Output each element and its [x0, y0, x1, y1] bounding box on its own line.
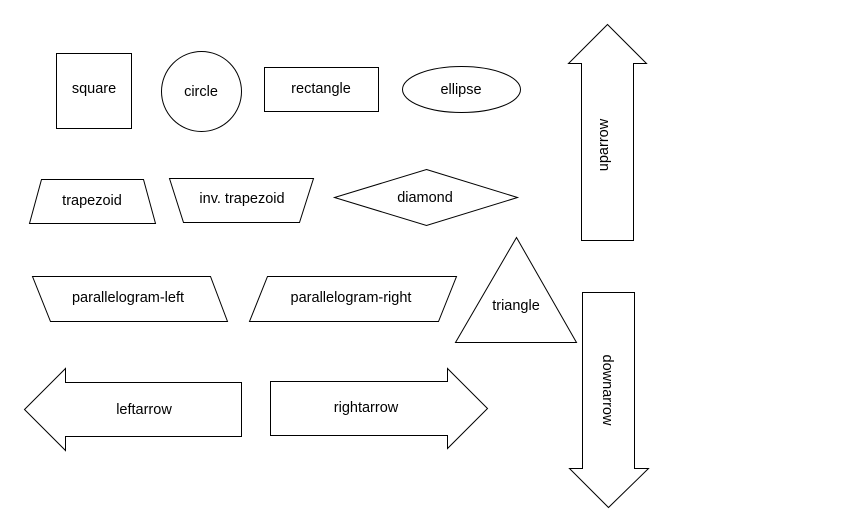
trapezoid-shape — [28, 179, 157, 224]
triangle-label: triangle — [492, 298, 540, 314]
rightarrow-label: rightarrow — [334, 400, 399, 416]
rectangle-label: rectangle — [291, 81, 351, 97]
parallelogram-right-label: parallelogram-right — [291, 290, 412, 306]
leftarrow-label: leftarrow — [116, 402, 172, 418]
circle-shape — [161, 51, 242, 132]
parallelogram-left-shape — [31, 276, 229, 322]
triangle-shape — [454, 236, 578, 343]
square-label: square — [72, 81, 116, 97]
uparrow-label: uparrow — [596, 118, 612, 171]
square-node[interactable]: square — [56, 53, 132, 129]
parallelogram-left-node[interactable]: parallelogram-left — [31, 276, 229, 322]
rightarrow-node[interactable]: rightarrow — [270, 367, 489, 450]
diamond-label: diamond — [397, 190, 453, 206]
parallelogram-right-node[interactable]: parallelogram-right — [248, 276, 458, 322]
circle-node[interactable]: circle — [161, 51, 242, 132]
diamond-shape — [332, 168, 520, 227]
inv-trapezoid-node[interactable]: inv. trapezoid — [168, 178, 315, 223]
downarrow-node[interactable]: downarrow — [568, 292, 650, 509]
uparrow-shape — [567, 23, 648, 241]
rectangle-node[interactable]: rectangle — [264, 67, 379, 112]
downarrow-label: downarrow — [599, 355, 615, 426]
ellipse-node[interactable]: ellipse — [402, 66, 521, 113]
parallelogram-left-label: parallelogram-left — [72, 290, 184, 306]
inv-trapezoid-label: inv. trapezoid — [199, 191, 284, 207]
triangle-node[interactable]: triangle — [454, 236, 578, 343]
leftarrow-node[interactable]: leftarrow — [23, 367, 242, 452]
parallelogram-right-shape — [248, 276, 458, 322]
ellipse-shape — [402, 66, 521, 113]
circle-label: circle — [184, 84, 218, 100]
uparrow-node[interactable]: uparrow — [567, 23, 648, 241]
trapezoid-node[interactable]: trapezoid — [28, 179, 157, 224]
trapezoid-label: trapezoid — [62, 193, 122, 209]
ellipse-label: ellipse — [440, 82, 481, 98]
inv-trapezoid-shape — [168, 178, 315, 223]
diamond-node[interactable]: diamond — [332, 168, 520, 227]
rightarrow-shape — [270, 367, 489, 450]
square-shape — [56, 53, 132, 129]
leftarrow-shape — [23, 367, 242, 452]
rectangle-shape — [264, 67, 379, 112]
downarrow-shape — [568, 292, 650, 509]
